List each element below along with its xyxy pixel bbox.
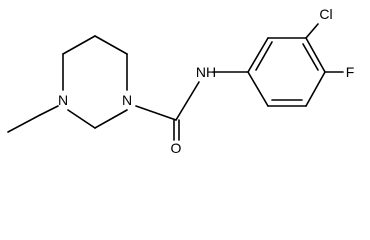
bond-c-c-right-top	[94, 35, 128, 55]
bond-ar-4	[305, 71, 326, 107]
atom-n-carbonyl: N	[122, 92, 132, 108]
atom-nh: NH	[196, 64, 216, 80]
bond-ar-1	[247, 37, 269, 73]
bond-n1-c	[94, 109, 128, 129]
bond-ar-double-1	[255, 41, 273, 71]
bond-ar-cl	[305, 23, 319, 39]
bond-carbonyl-nh	[175, 81, 200, 121]
atom-n-ethyl: N	[58, 92, 68, 108]
bond-n1-carbonyl	[135, 105, 177, 121]
ethyl-group	[7, 105, 59, 133]
bond-ethyl-ch3	[7, 114, 41, 133]
molecule-diagram: N N NH O Cl F	[7, 6, 355, 155]
bond-c-c-top	[62, 35, 96, 55]
bond-ar-double-2	[302, 43, 319, 71]
bond-ar-3	[305, 37, 326, 73]
bond-c-n4	[67, 109, 96, 129]
atom-o: O	[171, 140, 182, 155]
atom-f: F	[346, 64, 355, 80]
bond-ethyl-ch2	[39, 105, 59, 116]
substituents	[305, 23, 344, 73]
atom-cl: Cl	[319, 6, 332, 22]
benzene-ring	[247, 37, 326, 107]
bond-ar-6	[247, 71, 269, 107]
carboxamide-group	[135, 71, 249, 141]
piperazine-ring	[62, 35, 128, 129]
